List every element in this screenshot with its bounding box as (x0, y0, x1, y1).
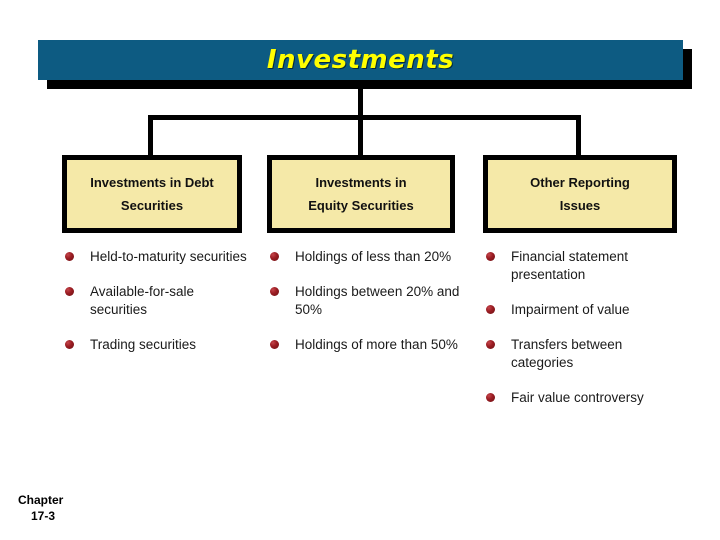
connector-drop-column-2 (358, 115, 363, 157)
footer-chapter-number: 17-3 (31, 509, 56, 523)
list-item-label: Holdings of more than 50% (295, 337, 458, 352)
bullet-column-equity-securities: Holdings of less than 20% Holdings betwe… (267, 248, 467, 354)
list-item-label: Holdings between 20% and 50% (295, 284, 460, 317)
bullet-dot-icon (486, 393, 495, 402)
connector-horizontal-bar (148, 115, 581, 120)
list-item: Financial statement presentation (483, 248, 683, 284)
list-item-label: Holdings of less than 20% (295, 249, 452, 264)
list-item: Impairment of value (483, 301, 683, 319)
header-box-line: Issues (559, 198, 601, 213)
chapter-footer: Chapter 17-3 (18, 492, 63, 524)
header-box-line: Other Reporting (530, 175, 630, 190)
list-item: Available-for-sale securities (62, 283, 252, 319)
title-banner: Investments (38, 40, 683, 80)
header-box-debt-securities[interactable]: Investments in Debt Securities (62, 155, 242, 233)
list-item: Trading securities (62, 336, 252, 354)
list-item-label: Held-to-maturity securities (90, 249, 247, 264)
header-box-line: Equity Securities (308, 198, 414, 213)
bullet-dot-icon (270, 287, 279, 296)
bullet-column-other-reporting-issues: Financial statement presentation Impairm… (483, 248, 683, 407)
footer-chapter-label: Chapter (18, 493, 64, 507)
list-item: Fair value controversy (483, 389, 683, 407)
bullet-dot-icon (486, 340, 495, 349)
list-item: Holdings between 20% and 50% (267, 283, 467, 319)
list-item-label: Trading securities (90, 337, 197, 352)
bullet-dot-icon (270, 340, 279, 349)
bullet-dot-icon (65, 252, 74, 261)
connector-drop-column-3 (576, 115, 581, 157)
page-title: Investments (266, 45, 455, 75)
bullet-column-debt-securities: Held-to-maturity securities Available-fo… (62, 248, 252, 354)
bullet-dot-icon (486, 252, 495, 261)
list-item-label: Fair value controversy (511, 390, 644, 405)
header-box-line: Investments in Debt (90, 175, 214, 190)
list-item: Holdings of less than 20% (267, 248, 467, 266)
header-box-line: Investments in (315, 175, 407, 190)
bullet-dot-icon (65, 287, 74, 296)
header-box-equity-securities[interactable]: Investments in Equity Securities (267, 155, 455, 233)
list-item: Holdings of more than 50% (267, 336, 467, 354)
bullet-dot-icon (486, 305, 495, 314)
header-box-line: Securities (120, 198, 184, 213)
list-item: Transfers between categories (483, 336, 683, 372)
connector-stem-vertical (358, 88, 363, 119)
list-item-label: Available-for-sale securities (90, 284, 195, 317)
bullet-dot-icon (65, 340, 74, 349)
list-item-label: Impairment of value (511, 302, 630, 317)
bullet-dot-icon (270, 252, 279, 261)
list-item-label: Transfers between categories (511, 337, 623, 370)
list-item: Held-to-maturity securities (62, 248, 252, 266)
header-box-other-reporting-issues[interactable]: Other Reporting Issues (483, 155, 677, 233)
list-item-label: Financial statement presentation (511, 249, 629, 282)
connector-drop-column-1 (148, 115, 153, 157)
